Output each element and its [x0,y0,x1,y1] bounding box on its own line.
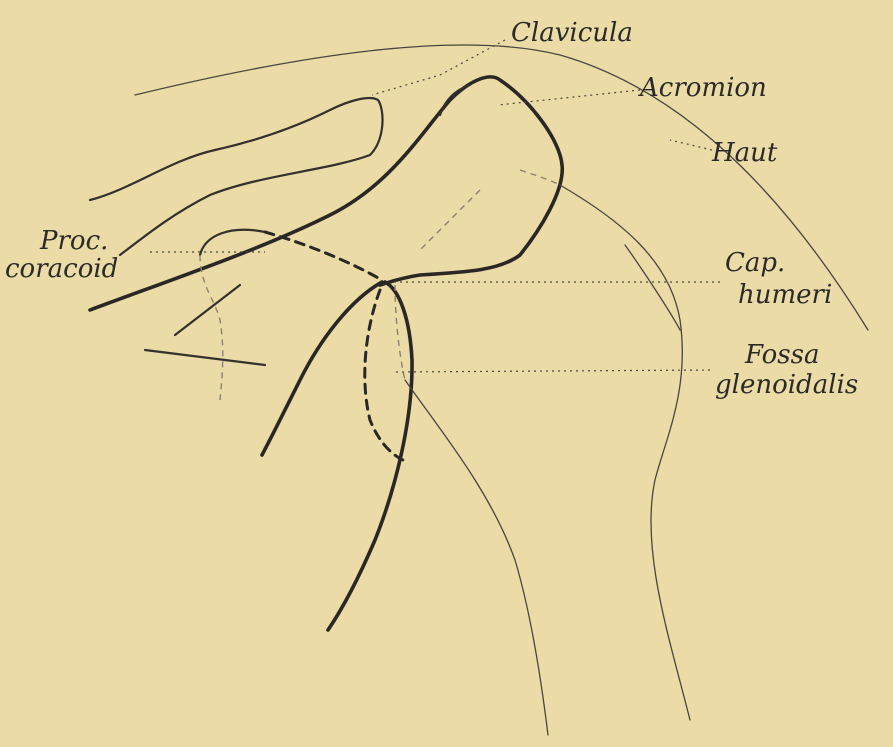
label-proc-coracoid-1: Proc. [40,228,108,254]
label-cap-humeri-1: Cap. [725,250,785,276]
cross-line-2 [175,285,240,335]
faint-guide-4 [520,170,560,185]
contour-outer-1 [560,185,690,720]
coracoid-dashed [265,232,382,280]
leader-haut [670,140,712,150]
humerus-shaft [328,282,412,630]
label-cap-humeri-2: humeri [738,282,832,308]
faint-guide-3 [420,190,480,250]
acromion-inner-edge [440,85,470,115]
clavicula-outline [90,98,383,255]
label-clavicula: Clavicula [511,20,633,46]
label-fossa-1: Fossa [745,342,819,368]
label-acromion: Acromion [640,75,767,101]
leader-fossa [395,370,710,372]
coracoid-outline [200,230,265,255]
label-proc-coracoid-2: coracoid [5,256,118,282]
cross-line-1 [145,350,265,365]
contour-inner [405,380,548,735]
label-fossa-2: glenoidalis [715,372,858,398]
faint-guide-1 [200,255,223,400]
label-haut: Haut [712,140,777,166]
glenoid-dashed [365,290,408,462]
contour-outer-2 [625,245,680,330]
